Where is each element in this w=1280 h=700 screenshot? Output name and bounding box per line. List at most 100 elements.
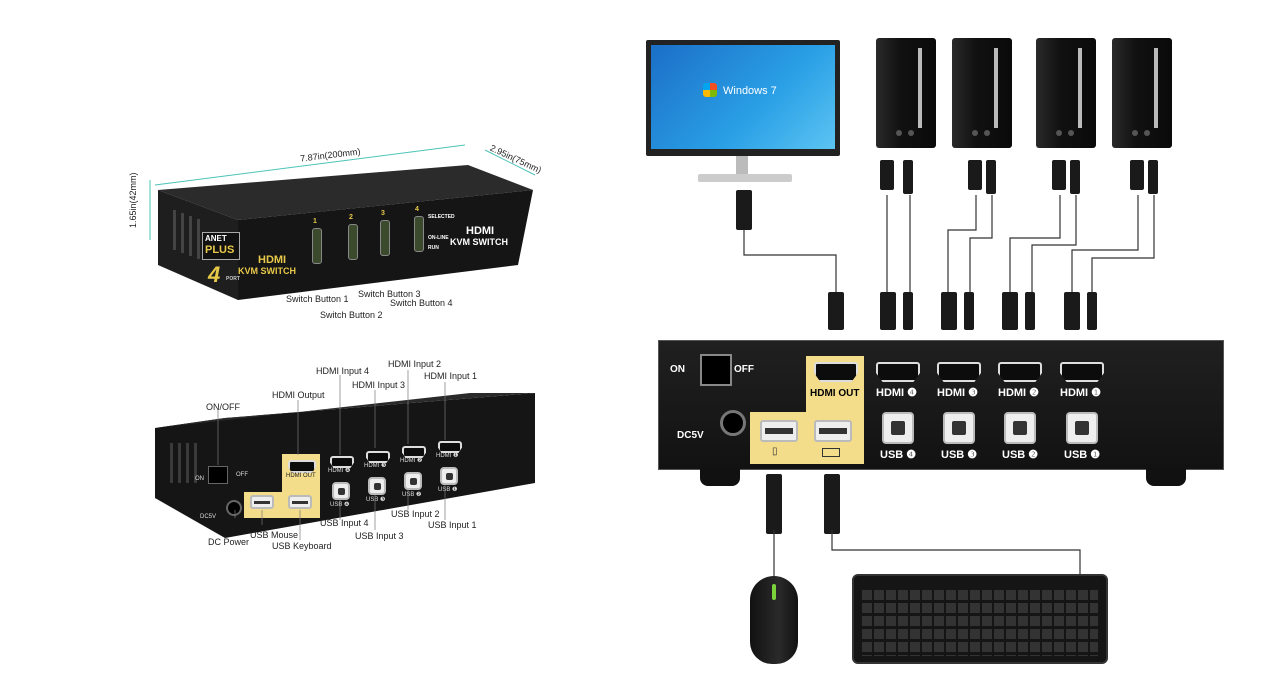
usb-1-label: USB ❶	[1064, 449, 1101, 461]
callout-switch-button-1: Switch Button 1	[286, 294, 349, 304]
monitor-base	[698, 174, 792, 182]
usb-keyboard-port[interactable]	[814, 420, 852, 442]
mouse-usb-plug	[766, 474, 782, 534]
mouse-wheel-icon	[772, 584, 776, 600]
small-hdmi-3-port[interactable]	[366, 451, 390, 463]
computer-tower-2	[1036, 38, 1096, 148]
button-number-1: 1	[313, 218, 317, 225]
tower-3-usb-plug	[986, 160, 996, 194]
small-usb-keyboard-port[interactable]	[288, 495, 312, 509]
small-usb-1-label: USB ❶	[438, 487, 458, 493]
hdmi-3-label: HDMI ❸	[937, 387, 979, 399]
tower-4-hdmi-plug	[880, 160, 894, 190]
small-usb-2-port[interactable]	[404, 472, 422, 490]
usb-2-label: USB ❷	[1002, 449, 1039, 461]
small-hdmi-out-port[interactable]	[288, 460, 316, 473]
monitor-neck	[736, 156, 748, 174]
cable-lines	[743, 195, 1155, 298]
small-on-label: ON	[195, 476, 204, 482]
small-usb-1-port[interactable]	[440, 467, 458, 485]
callout-hdmi-output: HDMI Output	[272, 390, 325, 400]
power-on-label: ON	[670, 364, 685, 375]
hdmi-4-port[interactable]	[876, 362, 920, 382]
small-off-label: OFF	[236, 472, 248, 478]
callout-usb-input-2: USB Input 2	[391, 509, 440, 519]
switch-button-3[interactable]	[380, 220, 390, 256]
small-usb-4-port[interactable]	[332, 482, 350, 500]
small-power-switch[interactable]	[208, 466, 228, 484]
mouse	[750, 576, 798, 664]
monitor-os-label: Windows 7	[723, 85, 777, 97]
port-word: PORT	[226, 276, 240, 282]
keyboard-keys	[862, 590, 1098, 656]
usb-mouse-port[interactable]	[760, 420, 798, 442]
device-foot-left	[700, 468, 740, 486]
monitor-screen: Windows 7	[651, 45, 835, 149]
usb-1-port[interactable]	[1066, 412, 1098, 444]
tower-1-hdmi-plug	[1130, 160, 1144, 190]
peripheral-cables	[773, 530, 1081, 580]
front-kvm-text: KVM SWITCH	[238, 266, 296, 276]
small-dc-jack[interactable]	[226, 500, 242, 516]
small-usb-mouse-port[interactable]	[250, 495, 274, 509]
tower-2-usb-plug	[1070, 160, 1080, 194]
small-hdmi-4-port[interactable]	[330, 456, 354, 468]
device-hdmi-out-plug	[828, 292, 844, 330]
device-usb-2-plug	[1025, 292, 1035, 330]
small-usb-2-label: USB ❷	[402, 492, 422, 498]
small-hdmi-1-label: HDMI ❶	[436, 453, 459, 459]
brand-logo: ANET PLUS	[202, 232, 240, 260]
computer-tower-1	[1112, 38, 1172, 148]
callout-switch-button-4: Switch Button 4	[390, 298, 453, 308]
port-count: 4	[208, 262, 221, 287]
monitor: Windows 7	[646, 40, 840, 156]
hdmi-out-port[interactable]	[814, 362, 858, 382]
dc-jack[interactable]	[720, 410, 746, 436]
callout-leader-lines	[217, 370, 446, 540]
tower-3-hdmi-plug	[968, 160, 982, 190]
keyboard-icon	[822, 448, 840, 457]
device-usb-4-plug	[903, 292, 913, 330]
dimension-lines	[149, 144, 536, 240]
tower-2-hdmi-plug	[1052, 160, 1066, 190]
small-hdmi-2-port[interactable]	[402, 446, 426, 458]
monitor-hdmi-plug	[736, 190, 752, 230]
keyboard	[852, 574, 1108, 664]
usb-4-port[interactable]	[882, 412, 914, 444]
hdmi-2-label: HDMI ❷	[998, 387, 1040, 399]
switch-button-2[interactable]	[348, 224, 358, 260]
small-hdmi-4-label: HDMI ❹	[328, 468, 351, 474]
hdmi-4-label: HDMI ❹	[876, 387, 918, 399]
callout-usb-input-1: USB Input 1	[428, 520, 477, 530]
callout-hdmi-input-2: HDMI Input 2	[388, 359, 442, 369]
small-hdmi-3-label: HDMI ❸	[364, 463, 387, 469]
led-selected-label: SELECTED	[428, 214, 455, 220]
power-off-label: OFF	[734, 364, 754, 375]
hdmi-2-port[interactable]	[998, 362, 1042, 382]
computer-tower-4	[876, 38, 936, 148]
device-hdmi-4-plug	[880, 292, 896, 330]
windows-logo-icon	[703, 83, 717, 97]
switch-button-4[interactable]	[414, 216, 424, 252]
small-hdmi-out-label: HDMI OUT	[286, 473, 316, 479]
callout-hdmi-input-1: HDMI Input 1	[424, 371, 478, 381]
power-switch[interactable]	[700, 354, 732, 386]
dimension-height: 1.65in(42mm)	[128, 172, 138, 228]
callout-switch-button-2: Switch Button 2	[320, 310, 383, 320]
device-usb-1-plug	[1087, 292, 1097, 330]
small-hdmi-1-port[interactable]	[438, 441, 462, 453]
usb-3-label: USB ❸	[941, 449, 978, 461]
usb-2-port[interactable]	[1004, 412, 1036, 444]
small-usb-3-port[interactable]	[368, 477, 386, 495]
device-usb-3-plug	[964, 292, 974, 330]
usb-3-port[interactable]	[943, 412, 975, 444]
small-usb-3-label: USB ❸	[366, 497, 386, 503]
keyboard-usb-plug	[824, 474, 840, 534]
button-number-2: 2	[349, 214, 353, 221]
hdmi-1-port[interactable]	[1060, 362, 1104, 382]
dc-label: DC5V	[677, 430, 704, 441]
switch-button-1[interactable]	[312, 228, 322, 264]
hdmi-1-label: HDMI ❶	[1060, 387, 1102, 399]
hdmi-3-port[interactable]	[937, 362, 981, 382]
front-right-hdmi: HDMI	[466, 225, 495, 237]
